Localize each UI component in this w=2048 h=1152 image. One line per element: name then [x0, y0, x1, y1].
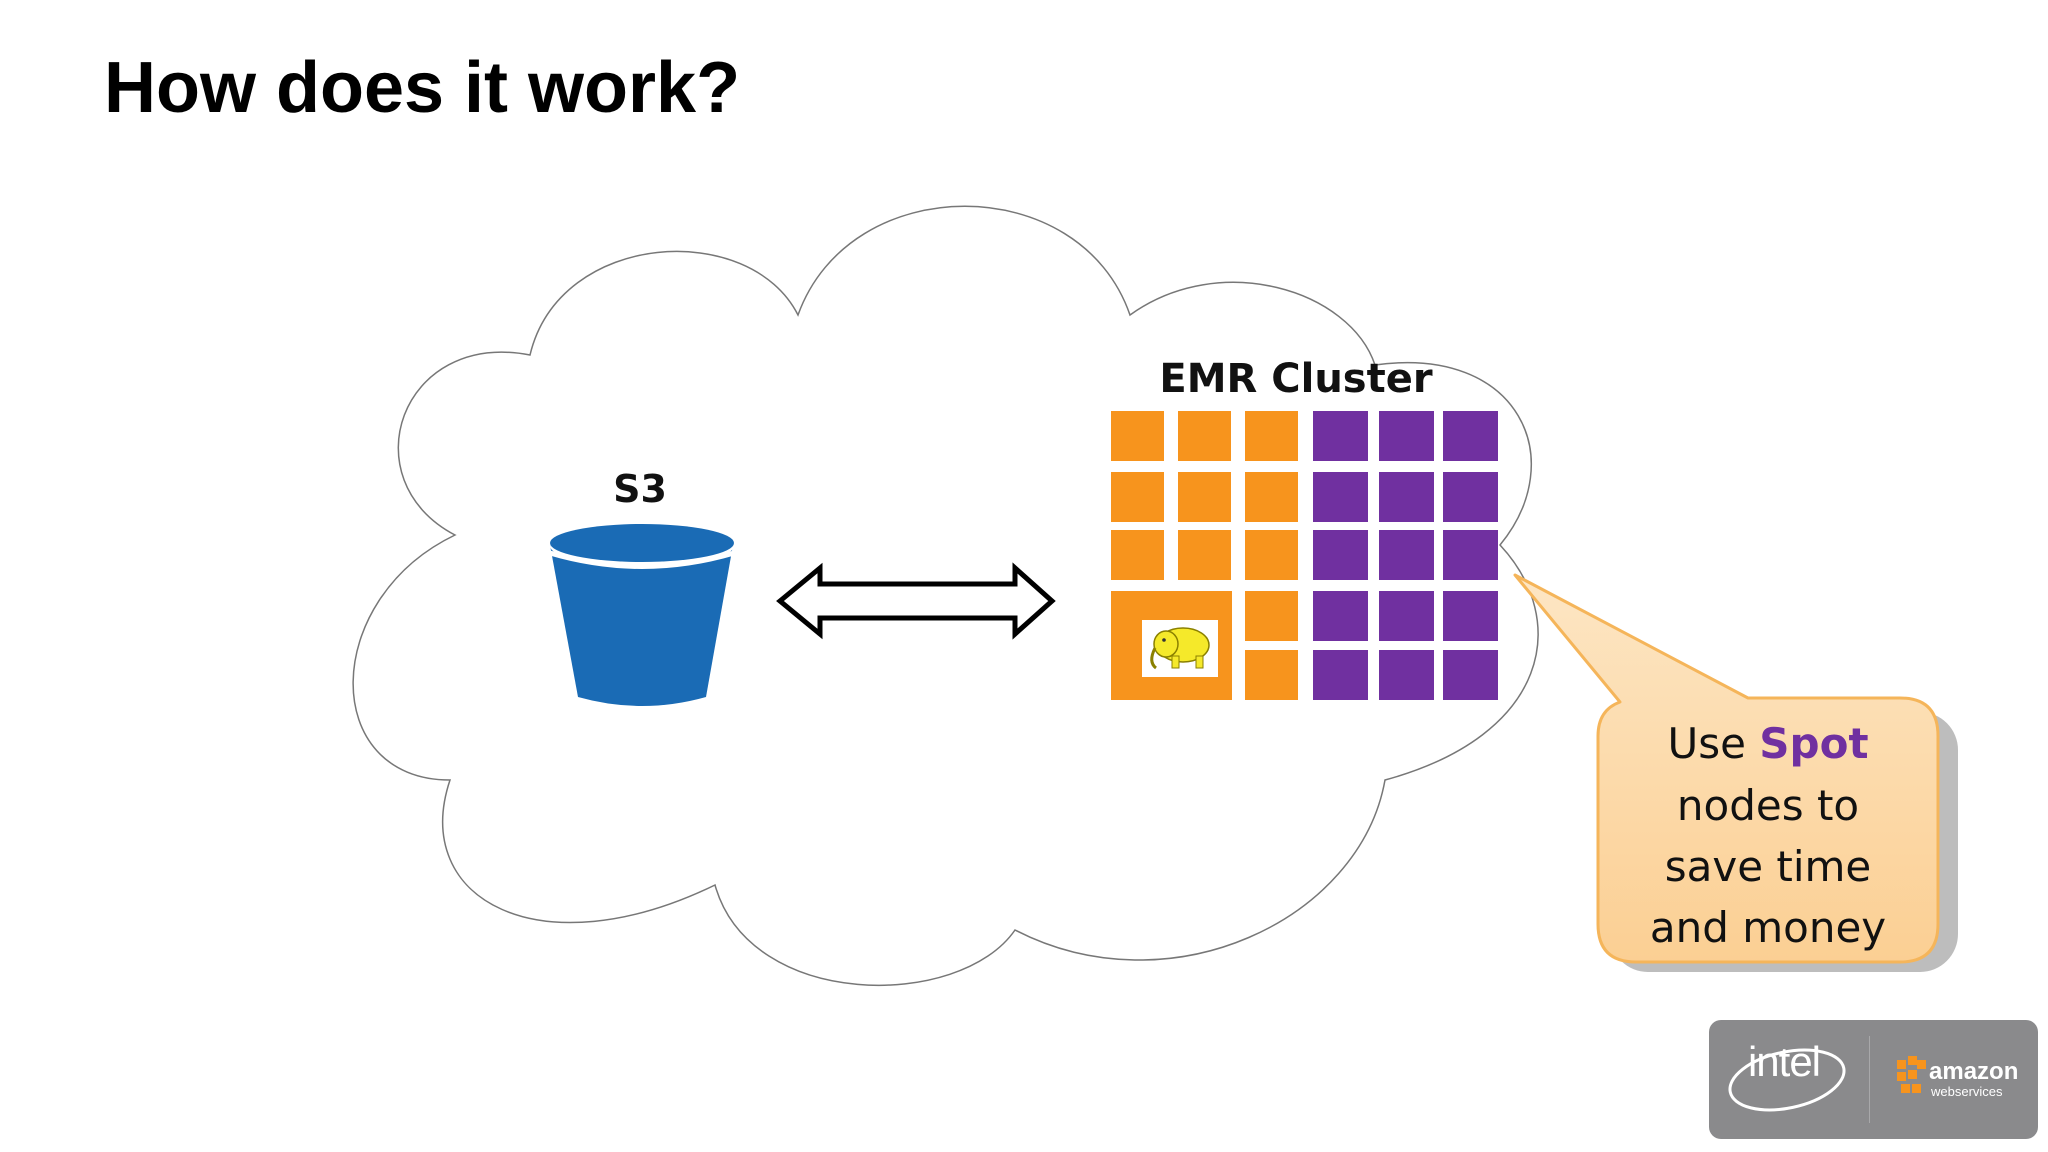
s3-label: S3 — [613, 467, 667, 511]
purple-node-group — [1313, 411, 1498, 700]
cluster-node — [1443, 411, 1498, 461]
callout-line-3: save time — [1665, 842, 1872, 891]
hadoop-elephant-icon — [1142, 620, 1218, 677]
cluster-node — [1379, 472, 1434, 522]
cluster-node — [1245, 650, 1298, 700]
aws-cubes-icon — [1897, 1056, 1926, 1093]
cluster-node — [1443, 650, 1498, 700]
cluster-node — [1443, 530, 1498, 580]
orange-node-group — [1111, 411, 1298, 700]
aws-logo: amazon webservices — [1895, 1050, 2025, 1110]
cluster-node — [1379, 650, 1434, 700]
emr-cluster-label: EMR Cluster — [1159, 356, 1432, 402]
double-arrow-icon — [776, 562, 1056, 640]
cluster-node — [1245, 591, 1298, 641]
aws-amazon-text: amazon — [1929, 1058, 2019, 1085]
spot-highlight: Spot — [1759, 719, 1868, 768]
cluster-node — [1245, 472, 1298, 522]
slide-title: How does it work? — [104, 48, 741, 128]
cluster-node — [1245, 530, 1298, 580]
callout-bubble — [1513, 573, 1940, 964]
cluster-node — [1313, 411, 1368, 461]
cluster-node — [1313, 650, 1368, 700]
cluster-node — [1443, 472, 1498, 522]
intel-logo-ring-icon — [1728, 1048, 1846, 1112]
cluster-node — [1111, 411, 1164, 461]
cluster-node — [1178, 472, 1231, 522]
cluster-node — [1178, 530, 1231, 580]
intel-logo: intel — [1747, 1038, 1821, 1085]
sponsor-logo-panel: intel amazon webservices — [1709, 1020, 2038, 1139]
cluster-node — [1313, 472, 1368, 522]
cluster-node — [1379, 530, 1434, 580]
cluster-node — [1111, 530, 1164, 580]
s3-bucket-icon — [549, 524, 735, 706]
callout-line-2: nodes to — [1677, 781, 1859, 830]
cluster-node — [1379, 591, 1434, 641]
cluster-node — [1245, 411, 1298, 461]
cluster-node — [1178, 411, 1231, 461]
cluster-node — [1443, 591, 1498, 641]
cluster-node — [1379, 411, 1434, 461]
callout-prefix: Use — [1667, 719, 1759, 768]
aws-webservices-text: webservices — [1931, 1084, 2003, 1099]
cluster-node — [1111, 472, 1164, 522]
callout-line-4: and money — [1650, 903, 1886, 952]
cluster-node — [1313, 591, 1368, 641]
cluster-node — [1313, 530, 1368, 580]
callout-line-1: Use Spot — [1667, 719, 1868, 768]
logo-divider — [1869, 1036, 1870, 1123]
